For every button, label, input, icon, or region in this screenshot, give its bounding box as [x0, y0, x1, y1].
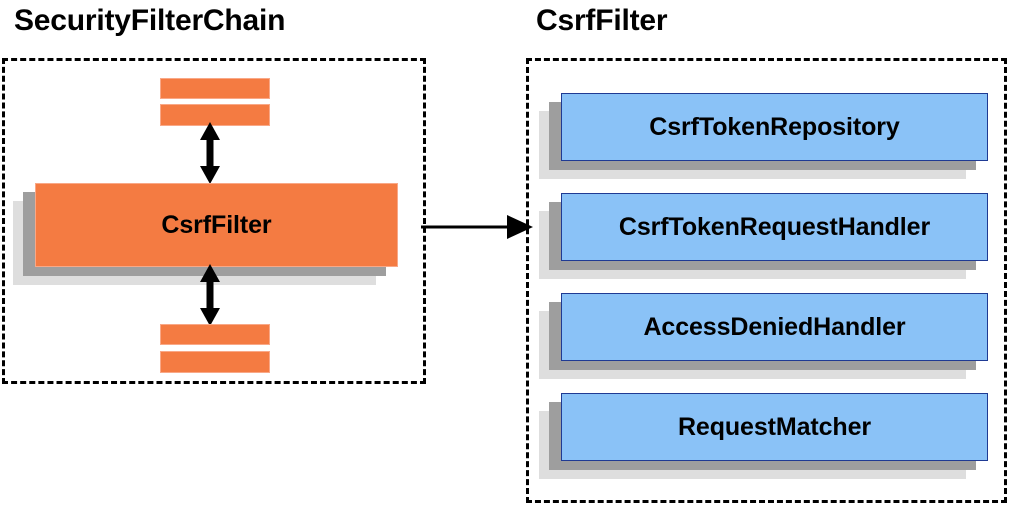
csrf-filter-detail-container: [526, 58, 1007, 503]
component-label: CsrfTokenRepository: [561, 93, 988, 161]
component-box-request-matcher[interactable]: RequestMatcher: [539, 393, 988, 479]
bidirectional-arrow-up-icon: [200, 122, 220, 184]
bidirectional-arrow-down-icon: [200, 264, 220, 326]
component-box-csrf-token-repository[interactable]: CsrfTokenRepository: [539, 93, 988, 179]
component-box-csrf-token-request-handler[interactable]: CsrfTokenRequestHandler: [539, 193, 988, 279]
left-panel-title: SecurityFilterChain: [14, 4, 286, 37]
filter-stub-bottom-2: [160, 351, 270, 373]
security-filter-chain-container: [2, 58, 426, 384]
component-label: CsrfTokenRequestHandler: [561, 193, 988, 261]
component-label: RequestMatcher: [561, 393, 988, 461]
filter-stub-top-2: [160, 104, 270, 126]
component-label: AccessDeniedHandler: [561, 293, 988, 361]
csrffilter-detail-arrow-icon: [421, 215, 533, 239]
csrf-filter-label: CsrfFilter: [35, 183, 398, 267]
right-panel-title: CsrfFilter: [536, 4, 668, 37]
component-box-access-denied-handler[interactable]: AccessDeniedHandler: [539, 293, 988, 379]
filter-stub-top-1: [160, 78, 270, 99]
csrf-filter-box[interactable]: CsrfFilter: [13, 183, 398, 285]
filter-stub-bottom-1: [160, 324, 270, 345]
